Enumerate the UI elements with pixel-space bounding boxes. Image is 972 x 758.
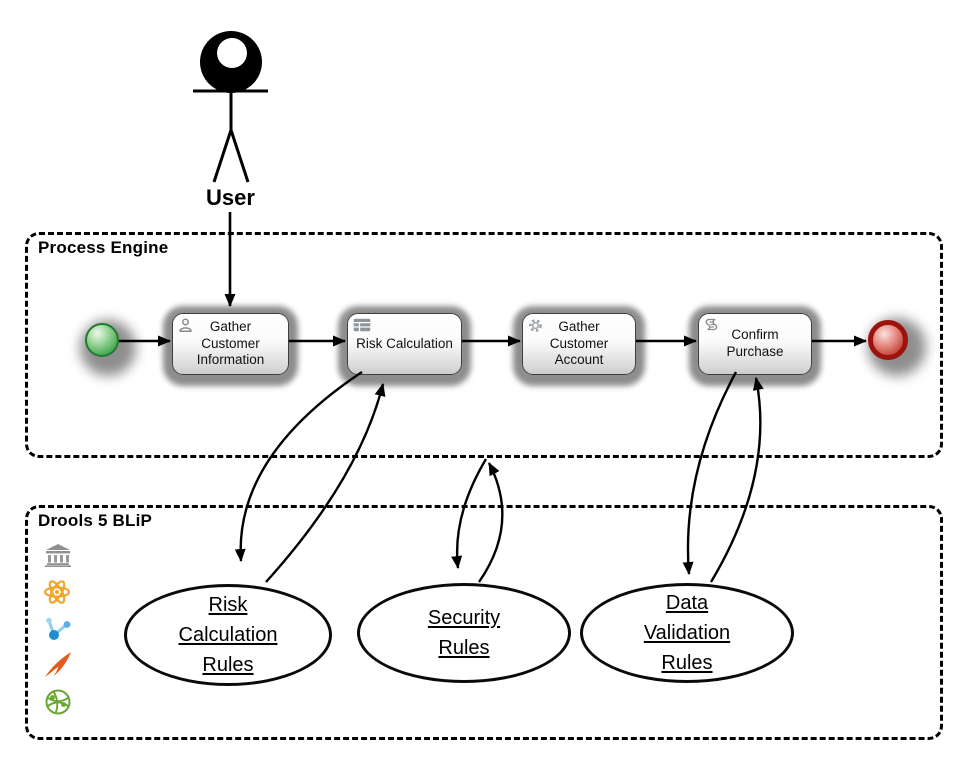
temple-icon [44,543,72,572]
actor-stick-figure [193,31,268,183]
rule-node-security-rules: Security Rules [357,583,571,683]
rule-label: Risk Calculation Rules [178,594,278,676]
task-label: Gather Customer Account [549,318,609,368]
yarn-ball-icon [44,688,72,721]
task-risk-calculation: Risk Calculation [347,313,462,375]
molecule-icon [44,615,72,648]
person-icon [178,318,193,338]
actor-head [200,31,262,93]
business-rule-table-icon [353,318,371,337]
process-engine-title: Process Engine [38,238,169,257]
task-label: Risk Calculation [356,335,453,351]
task-gather-customer-account: Gather Customer Account [522,313,636,375]
rule-label: Data Validation Rules [643,592,731,674]
rule-node-data-validation-rules: Data Validation Rules [580,583,794,683]
start-event [85,323,119,357]
rule-label: Security Rules [427,607,501,659]
script-scroll-icon [704,318,719,337]
actor-label: User [206,185,255,210]
rule-node-risk-calculation-rules: Risk Calculation Rules [124,584,332,686]
end-event [868,320,908,360]
drools-blip-title: Drools 5 BLiP [38,511,153,530]
process-engine-group: Process Engine [25,232,943,458]
task-gather-customer-information: Gather Customer Information [172,313,289,375]
task-confirm-purchase: Confirm Purchase [698,313,812,375]
actor-legs [212,125,250,183]
task-label: Gather Customer Information [196,318,265,368]
task-label: Confirm Purchase [726,327,784,359]
flower-atom-icon [42,578,72,611]
comet-icon [44,651,72,684]
gear-icon [528,318,543,338]
actor-head-hole [217,38,247,68]
